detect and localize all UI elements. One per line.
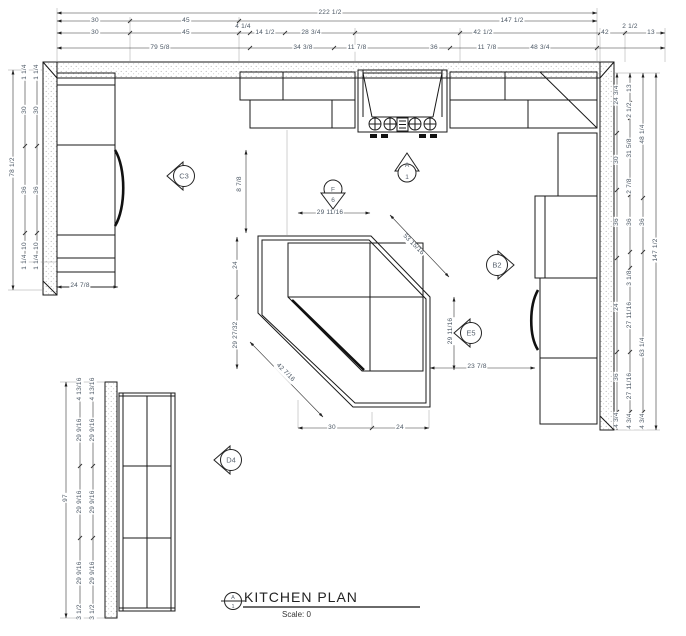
scale-label: Scale: 0 <box>282 610 311 619</box>
walls <box>42 61 615 619</box>
oven-door-arc <box>530 289 540 351</box>
top-cabinets-right <box>449 71 598 129</box>
right-cabinet-run <box>530 132 598 425</box>
appliance-door-arc <box>113 149 125 227</box>
left-cabinet-run <box>57 72 125 288</box>
bottom-left-cabinet <box>118 392 176 612</box>
island-diagonal-front <box>291 299 365 371</box>
burner-icon <box>368 117 437 131</box>
island <box>257 130 431 408</box>
title-block: KITCHEN PLAN Scale: 0 <box>244 589 358 619</box>
page-title: KITCHEN PLAN <box>244 589 358 605</box>
range-and-hood <box>357 69 448 138</box>
top-cabinets-left <box>239 71 356 129</box>
center-grill-icon <box>396 117 409 132</box>
